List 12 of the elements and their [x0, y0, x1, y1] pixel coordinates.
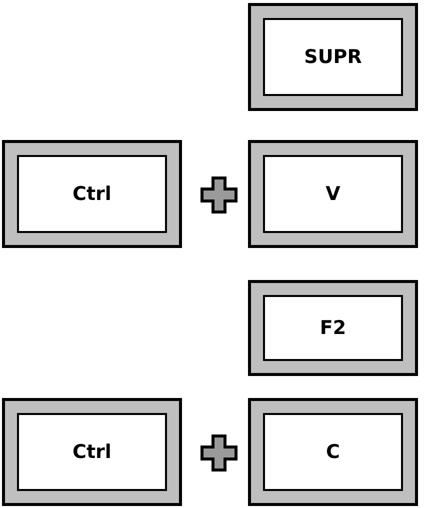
key-label: Ctrl [72, 183, 112, 205]
key-label: SUPR [304, 46, 362, 68]
key-label: Ctrl [72, 441, 112, 463]
keyboard-key [248, 140, 418, 248]
key-label: F2 [320, 317, 346, 339]
key-label: V [326, 183, 340, 205]
keyboard-key [248, 3, 418, 111]
keyboard-key [248, 280, 418, 376]
keyboard-key [2, 140, 182, 248]
keyboard-key [2, 398, 182, 506]
key-label: C [326, 441, 340, 463]
keyboard-key [248, 398, 418, 506]
